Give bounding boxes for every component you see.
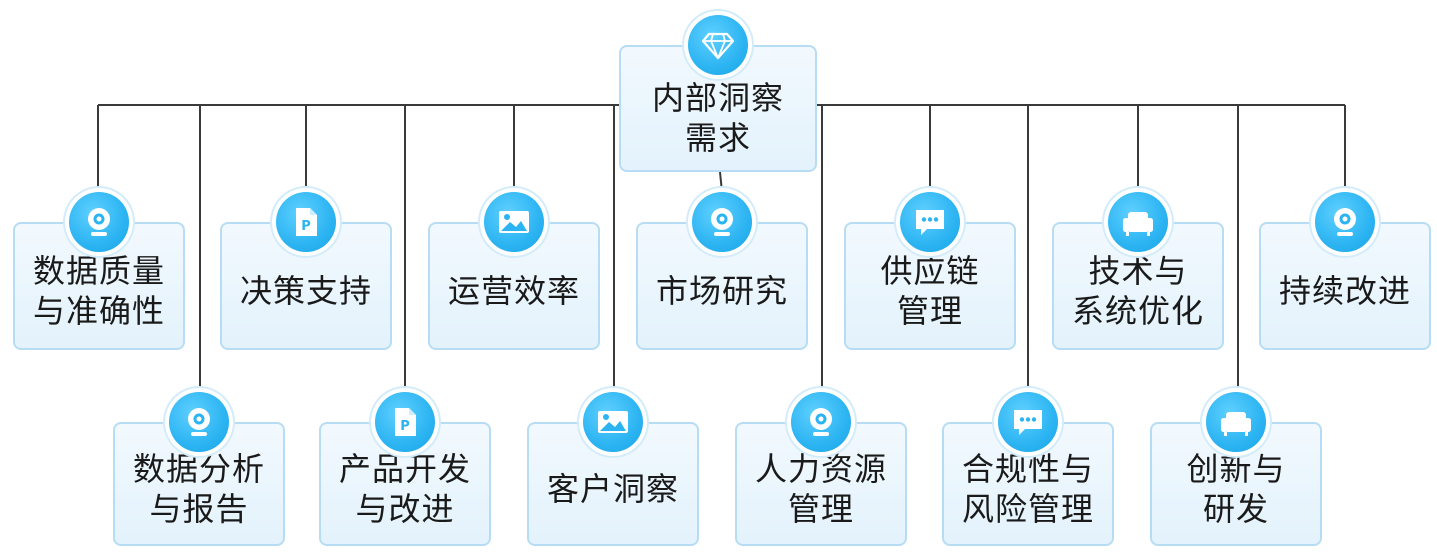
webcam-icon	[791, 392, 851, 452]
webcam-icon	[692, 192, 752, 252]
node-label: 人力资源 管理	[754, 450, 887, 528]
chat-icon	[998, 392, 1058, 452]
root-node: 内部洞察 需求	[619, 45, 817, 172]
node-tech-optimization: 技术与 系统优化	[1052, 222, 1224, 350]
node-product-dev: 产品开发 与改进	[319, 422, 491, 546]
svg-text:P: P	[400, 419, 410, 434]
node-customer-insight: 客户洞察	[527, 422, 699, 546]
image-icon	[583, 392, 643, 452]
connector-market-research	[719, 171, 723, 193]
node-label: 产品开发 与改进	[338, 450, 471, 528]
node-label: 创新与 研发	[1186, 450, 1286, 528]
webcam-icon	[69, 192, 129, 252]
node-label: 供应链 管理	[880, 252, 980, 330]
webcam-icon	[169, 392, 229, 452]
document-icon: P	[276, 192, 336, 252]
sofa-icon	[1108, 192, 1168, 252]
webcam-icon	[1315, 192, 1375, 252]
node-label: 合规性与 风险管理	[961, 450, 1094, 528]
node-label: 市场研究	[655, 272, 788, 310]
node-label: 客户洞察	[546, 470, 679, 508]
node-label: 数据分析 与报告	[132, 450, 265, 528]
node-label: 运营效率	[447, 272, 580, 310]
document-icon: P	[375, 392, 435, 452]
node-continuous-improvement: 持续改进	[1259, 222, 1431, 350]
node-ops-efficiency: 运营效率	[428, 222, 600, 350]
node-label: 持续改进	[1278, 272, 1411, 310]
diamond-icon	[688, 15, 748, 75]
node-data-quality: 数据质量 与准确性	[13, 222, 185, 350]
node-label: 决策支持	[239, 272, 372, 310]
chat-icon	[900, 192, 960, 252]
svg-text:P: P	[301, 219, 311, 234]
node-label: 数据质量 与准确性	[32, 252, 165, 330]
root-label: 内部洞察 需求	[651, 78, 784, 157]
node-label: 技术与 系统优化	[1071, 252, 1204, 330]
image-icon	[484, 192, 544, 252]
sofa-icon	[1206, 392, 1266, 452]
